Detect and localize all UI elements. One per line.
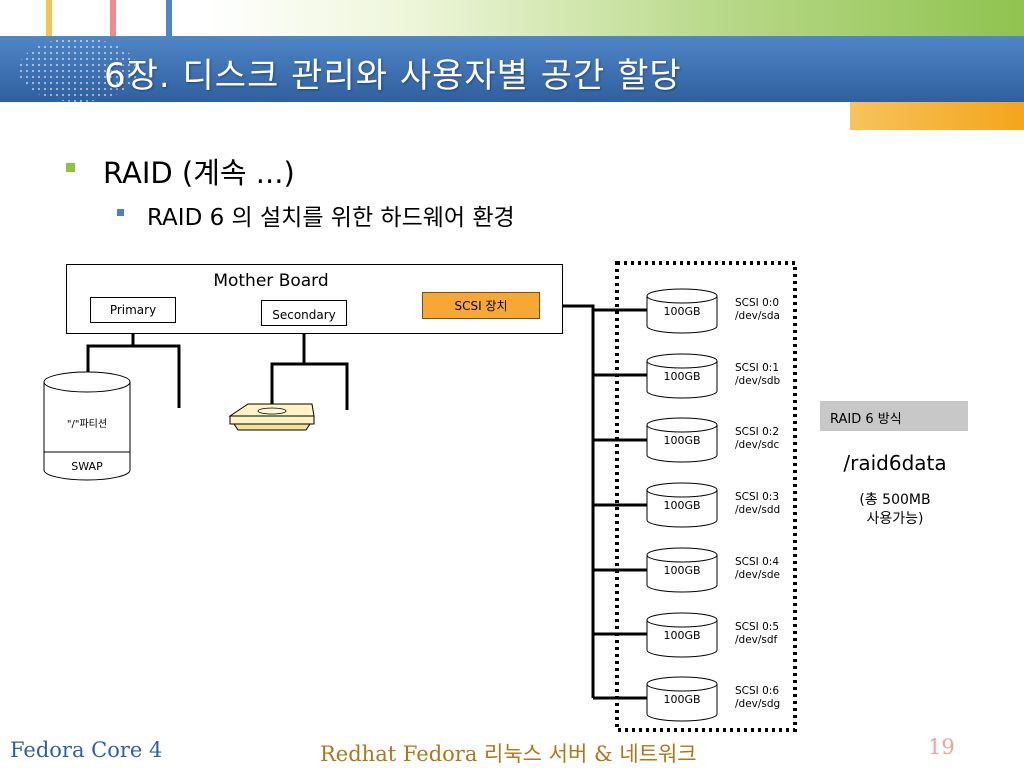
scsi-controller: SCSI 장치 bbox=[422, 292, 540, 319]
disk-device-path: /dev/sdg bbox=[735, 698, 781, 710]
disk-cylinder-icon bbox=[646, 547, 718, 593]
raid-capacity-line1: (총 500MB bbox=[859, 492, 931, 508]
disk-cylinder-icon bbox=[646, 612, 718, 658]
header-accent-bar-blue bbox=[166, 0, 172, 36]
disk-size-label: 100GB bbox=[663, 693, 701, 706]
raid-method-label: RAID 6 방식 bbox=[830, 412, 902, 427]
bullet-level2-text: RAID 6 의 설치를 위한 하드웨어 환경 bbox=[147, 205, 515, 231]
raid-disk: 100GB bbox=[645, 352, 719, 400]
disk-scsi-id: SCSI 0:1 bbox=[735, 362, 779, 374]
raid-disk: 100GB bbox=[645, 546, 719, 594]
secondary-ide-port: Secondary bbox=[261, 300, 347, 326]
system-disk-root-partition: "/"파티션 bbox=[66, 419, 108, 430]
raid-disk: 100GB bbox=[645, 611, 719, 659]
disk-device-path: /dev/sdf bbox=[735, 634, 778, 646]
raid-disk: 100GB bbox=[645, 675, 719, 723]
title-accent-stripe bbox=[850, 102, 1024, 130]
motherboard-label: Mother Board bbox=[213, 271, 329, 291]
disk-scsi-id: SCSI 0:4 bbox=[735, 556, 779, 568]
cdrom-icon bbox=[228, 403, 315, 431]
raid-disk: 100GB bbox=[645, 416, 719, 464]
disk-device-path: /dev/sda bbox=[735, 310, 780, 322]
disk-scsi-id: SCSI 0:6 bbox=[735, 685, 779, 697]
footer-center: Redhat Fedora 리눅스 서버 & 네트워크 bbox=[320, 742, 697, 766]
raid-disk: 100GB bbox=[645, 481, 719, 529]
disk-device-path: /dev/sdb bbox=[735, 375, 781, 387]
disk-size-label: 100GB bbox=[663, 370, 701, 383]
disk-cylinder-icon bbox=[646, 288, 718, 334]
primary-ide-port: Primary bbox=[90, 297, 176, 323]
raid-mount-point: /raid6data bbox=[843, 451, 947, 475]
disk-scsi-id: SCSI 0:5 bbox=[735, 621, 779, 633]
raid-capacity-line2: 사용가능) bbox=[866, 511, 924, 527]
disk-device-path: /dev/sdc bbox=[735, 439, 780, 451]
footer-left: Fedora Core 4 bbox=[10, 738, 163, 762]
disk-cylinder-icon bbox=[646, 353, 718, 399]
disk-device-path: /dev/sde bbox=[735, 569, 781, 581]
raid-method-box: RAID 6 방식 bbox=[820, 401, 968, 431]
header-accent-bar-pink bbox=[110, 0, 116, 36]
bullet-level1-text: RAID (계속 ...) bbox=[103, 156, 295, 190]
disk-size-label: 100GB bbox=[663, 434, 701, 447]
title-dot-pattern bbox=[18, 38, 138, 102]
system-disk-swap: SWAP bbox=[71, 460, 103, 473]
header-accent-bar-yellow bbox=[46, 0, 52, 36]
disk-size-label: 100GB bbox=[663, 305, 701, 318]
raid-disk: 100GB bbox=[645, 287, 719, 335]
system-disk-cylinder bbox=[43, 371, 131, 481]
disk-device-path: /dev/sdd bbox=[735, 504, 781, 516]
disk-size-label: 100GB bbox=[663, 629, 701, 642]
disk-cylinder-icon bbox=[646, 676, 718, 722]
disk-cylinder-icon bbox=[646, 417, 718, 463]
page-number: 19 bbox=[928, 735, 955, 759]
disk-scsi-id: SCSI 0:3 bbox=[735, 491, 779, 503]
bullet-level1-marker bbox=[66, 163, 75, 172]
title-bar bbox=[0, 36, 1024, 102]
disk-size-label: 100GB bbox=[663, 564, 701, 577]
slide-title: 6장. 디스크 관리와 사용자별 공간 할당 bbox=[104, 56, 682, 96]
disk-cylinder-icon bbox=[646, 482, 718, 528]
disk-size-label: 100GB bbox=[663, 499, 701, 512]
disk-scsi-id: SCSI 0:2 bbox=[735, 426, 779, 438]
disk-scsi-id: SCSI 0:0 bbox=[735, 297, 779, 309]
bullet-level2-marker bbox=[117, 209, 124, 216]
